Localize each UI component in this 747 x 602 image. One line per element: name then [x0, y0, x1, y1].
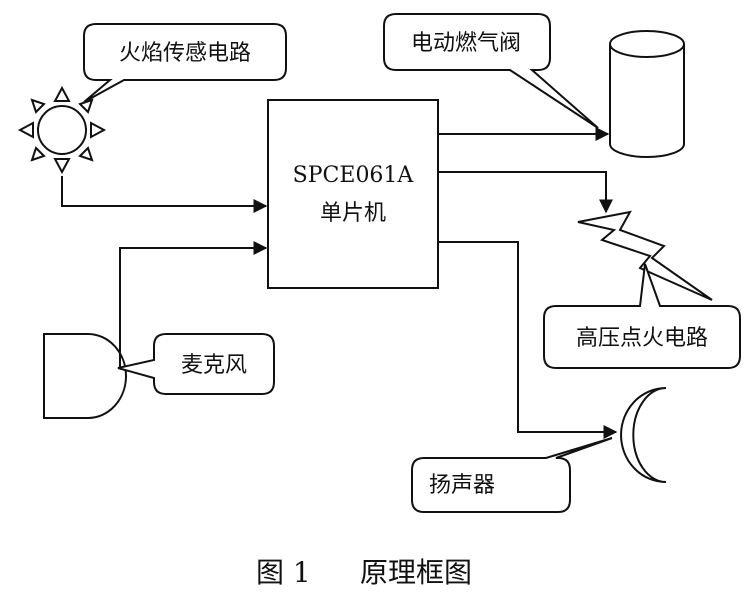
speaker-callout: 扬声器 — [411, 437, 613, 513]
figure-title: 原理框图 — [360, 556, 472, 589]
microphone-icon — [43, 333, 127, 419]
gas-valve-callout: 电动燃气阀 — [383, 13, 599, 129]
microphone-label: 麦克风 — [181, 353, 247, 378]
connection-lines — [61, 127, 618, 439]
gas-valve-label: 电动燃气阀 — [411, 31, 521, 56]
speaker-icon — [620, 387, 667, 483]
mcu-to-ignition-arrow — [438, 171, 613, 214]
microphone-callout: 麦克风 — [117, 333, 275, 395]
mcu-label: SPCE061A — [293, 163, 415, 188]
mic-to-mcu-arrow — [119, 241, 268, 368]
mcu-sublabel: 单片机 — [320, 201, 386, 226]
lightning-icon — [577, 210, 713, 301]
flame-sensor-label: 火焰传感电路 — [119, 41, 251, 66]
figure-number: 图 1 — [256, 556, 311, 589]
gas-valve-cylinder-icon — [609, 30, 685, 158]
flame-sensor-callout: 火焰传感电路 — [83, 23, 287, 103]
flame-to-mcu-arrow — [61, 176, 268, 213]
ignition-label: 高压点火电路 — [576, 326, 708, 351]
ignition-callout: 高压点火电路 — [543, 263, 741, 369]
sun-icon — [17, 85, 107, 175]
speaker-label: 扬声器 — [429, 473, 495, 498]
mcu-to-speaker-arrow — [438, 241, 618, 439]
mcu-block: SPCE061A 单片机 — [267, 99, 439, 289]
